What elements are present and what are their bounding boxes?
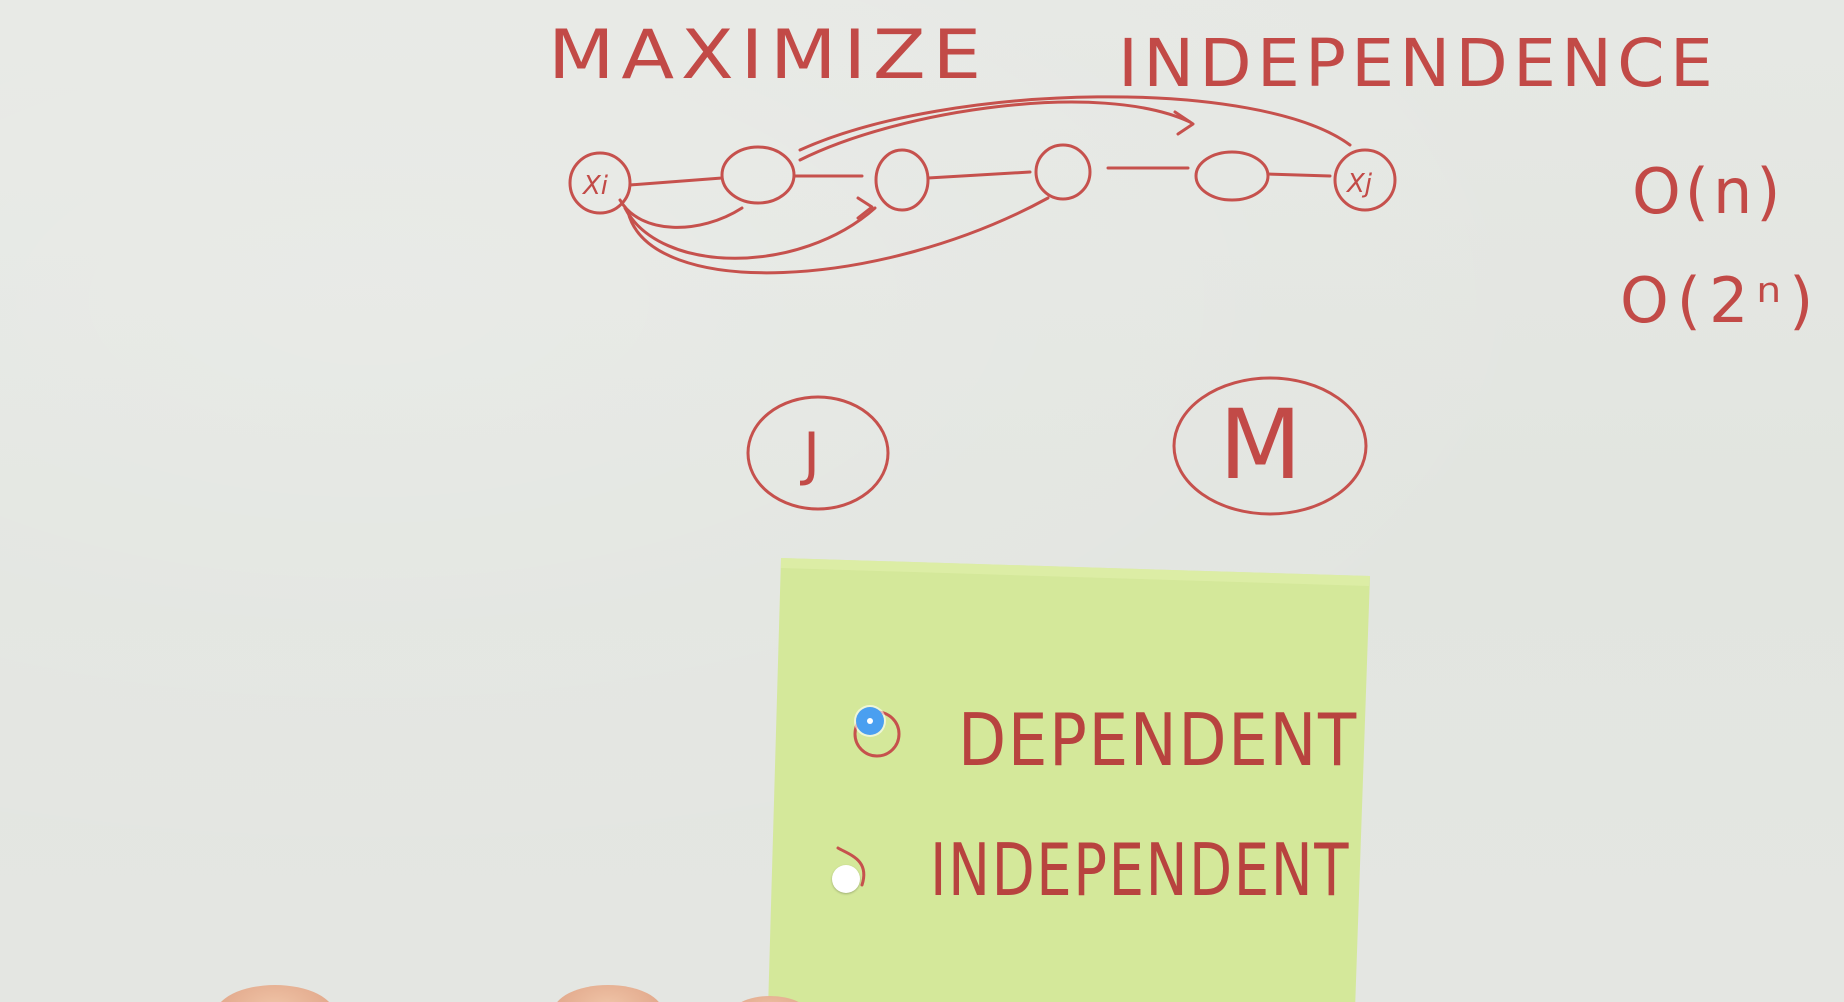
radio-dependent-dot bbox=[867, 718, 873, 724]
radio-dependent[interactable] bbox=[856, 707, 884, 735]
node-2 bbox=[720, 145, 796, 205]
node-xi-label: Xi bbox=[581, 171, 609, 201]
hand-middle bbox=[553, 985, 663, 1002]
circle-j bbox=[746, 395, 890, 511]
complexity-linear: O(n) bbox=[1632, 155, 1784, 228]
option-dependent-label: DEPENDENT bbox=[958, 698, 1358, 782]
node-chain: Xi Xj bbox=[568, 95, 1397, 275]
title-independence: INDEPENDENCE bbox=[1118, 25, 1718, 102]
title-maximize: MAXIMIZE bbox=[548, 16, 988, 95]
hand-right bbox=[730, 996, 810, 1002]
node-xj-label: Xj bbox=[1345, 169, 1373, 199]
circle-m-label: M bbox=[1219, 389, 1302, 501]
circle-j-label: J bbox=[800, 420, 820, 488]
radio-independent[interactable] bbox=[832, 865, 860, 893]
node-3 bbox=[874, 148, 930, 212]
sticky-note bbox=[768, 558, 1370, 1002]
node-xi bbox=[568, 151, 632, 215]
node-xj bbox=[1333, 148, 1397, 212]
complexity-exponential: O(2ⁿ) bbox=[1620, 264, 1821, 337]
circle-m bbox=[1172, 376, 1368, 516]
node-5 bbox=[1194, 150, 1270, 202]
hand-left bbox=[215, 985, 335, 1002]
option-independent-label: INDEPENDENT bbox=[930, 828, 1350, 912]
node-4 bbox=[1034, 143, 1092, 201]
